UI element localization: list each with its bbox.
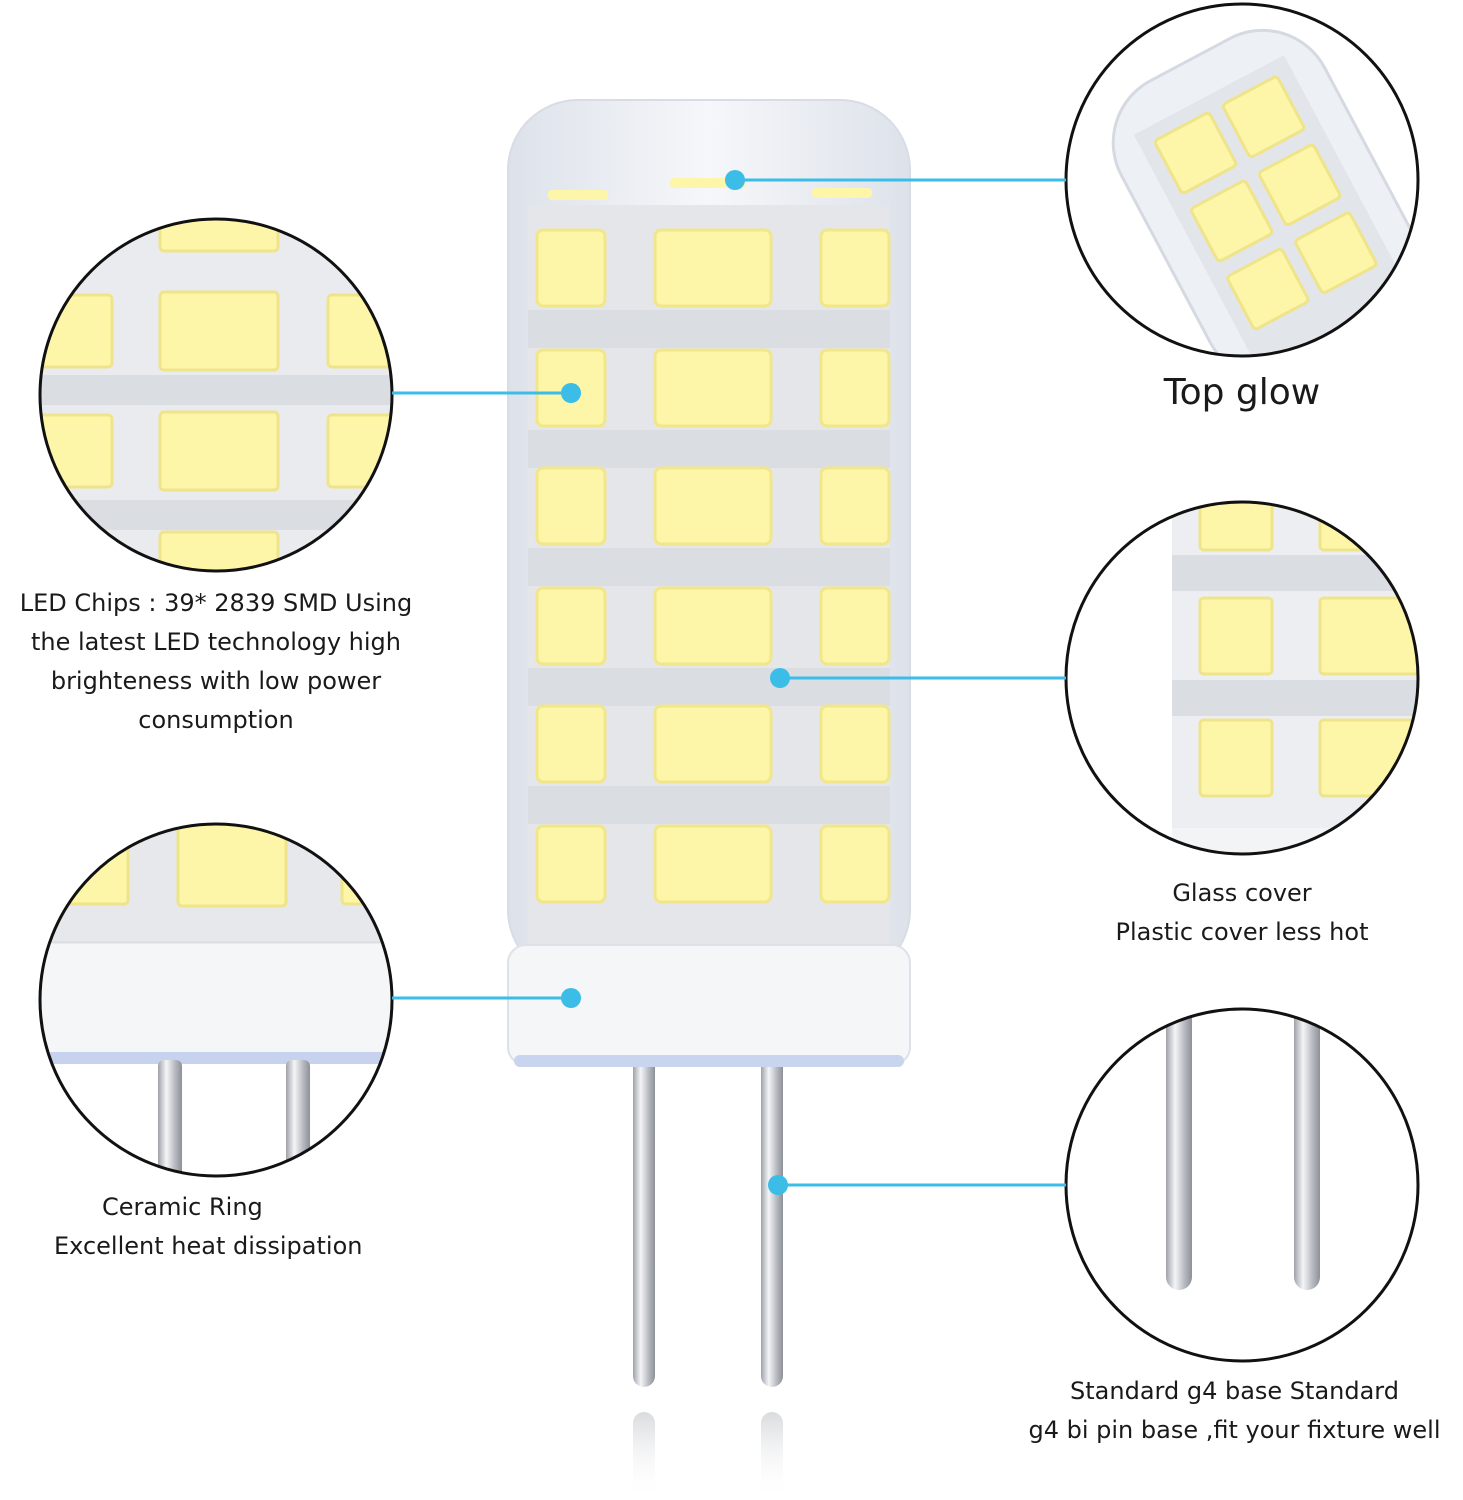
dot-led-chips <box>561 383 581 403</box>
label-glass-cover-line-1: Glass cover <box>1172 879 1312 907</box>
chip-separator <box>528 310 890 348</box>
led-chip <box>535 704 607 784</box>
label-g4-base-line-2: g4 bi pin base ,fit your fixture well <box>1028 1416 1441 1444</box>
led-chip <box>819 228 891 308</box>
dot-glass-cover <box>770 668 790 688</box>
pin-reflection-right <box>761 1412 783 1500</box>
chip-separator <box>528 430 890 468</box>
led-chip <box>535 824 607 904</box>
label-top-glow: Top glow <box>1092 372 1392 414</box>
led-chip-grid <box>528 178 891 904</box>
led-chip <box>653 466 773 546</box>
magnifier-glass-cover <box>1064 500 1420 856</box>
led-chip-top <box>548 190 608 200</box>
led-chip <box>819 348 891 428</box>
label-g4-base: Standard g4 base Standard g4 bi pin base… <box>1006 1372 1463 1450</box>
label-g4-base-line-1: Standard g4 base Standard <box>1070 1377 1399 1405</box>
label-led-chips-line-1: LED Chips : 39* 2839 SMD Using <box>19 589 413 617</box>
leader-lines <box>392 178 1066 1187</box>
led-chip <box>819 824 891 904</box>
led-chip <box>819 586 891 666</box>
label-led-chips: LED Chips : 39* 2839 SMD Using the lates… <box>0 584 432 740</box>
bulb-pin-right <box>761 1055 783 1387</box>
led-chip-top <box>812 188 872 198</box>
label-led-chips-line-2: the latest LED technology high <box>31 628 401 656</box>
led-chip <box>653 824 773 904</box>
bulb-pin-left <box>633 1055 655 1387</box>
label-led-chips-line-4: consumption <box>138 706 294 734</box>
chip-separator <box>528 548 890 586</box>
ring-underside <box>514 1055 904 1067</box>
dot-ceramic-ring <box>561 988 581 1008</box>
led-chip <box>535 466 607 546</box>
label-glass-cover-line-2: Plastic cover less hot <box>1115 918 1369 946</box>
label-ceramic-ring: Ceramic Ring Excellent heat dissipation <box>40 1188 400 1266</box>
label-ceramic-ring-line-2: Excellent heat dissipation <box>54 1232 363 1260</box>
led-chip <box>653 348 773 428</box>
led-chip <box>819 466 891 546</box>
magnifier-ceramic-ring <box>38 822 394 1178</box>
label-top-glow-line-1: Top glow <box>1163 372 1321 413</box>
magnifier-top-glow <box>1064 2 1420 358</box>
led-chip <box>535 586 607 666</box>
chip-separator <box>528 786 890 824</box>
magnifier-g4-pins <box>1064 1007 1420 1363</box>
led-chip <box>819 704 891 784</box>
led-chip <box>653 228 773 308</box>
g4-bulb <box>507 99 911 1500</box>
dot-g4-base <box>768 1175 788 1195</box>
dot-top-glow <box>725 170 745 190</box>
leader-dots <box>561 170 790 1195</box>
led-chip <box>535 228 607 308</box>
magnifier-led-chips <box>38 217 394 573</box>
label-ceramic-ring-line-1: Ceramic Ring <box>102 1193 263 1221</box>
pin-reflection-left <box>633 1412 655 1500</box>
led-chip <box>653 704 773 784</box>
label-glass-cover: Glass cover Plastic cover less hot <box>1072 874 1412 952</box>
label-led-chips-line-3: brighteness with low power <box>50 667 382 695</box>
led-chip <box>653 586 773 666</box>
chip-separator <box>528 668 890 706</box>
